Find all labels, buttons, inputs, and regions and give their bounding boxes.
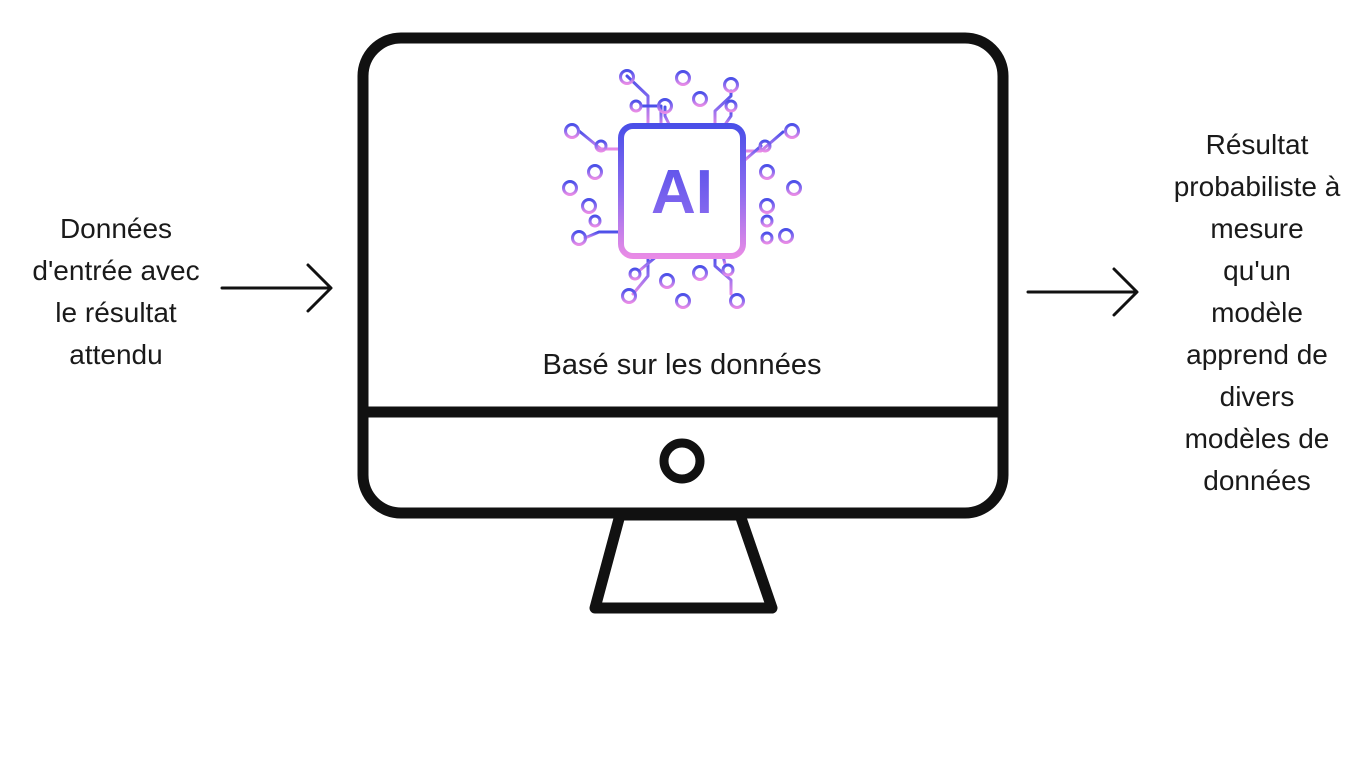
input-line: d'entrée avec [32, 255, 200, 286]
output-line: divers [1219, 381, 1295, 412]
input-line: le résultat [55, 297, 177, 328]
ai-chip-icon: AI [562, 69, 802, 309]
input-line: Données [59, 213, 173, 244]
output-line: mesure [1210, 213, 1304, 244]
output-line: Résultat [1205, 129, 1309, 160]
circuit-traces [562, 69, 802, 309]
output-line: données [1203, 465, 1311, 496]
input-description: Données d'entrée avec le résultat attend… [8, 208, 224, 376]
input-line: attendu [69, 339, 163, 370]
arrow-right-icon [220, 263, 333, 313]
chip-label: AI [651, 158, 713, 227]
output-description: Résultat probabiliste à mesure qu'un mod… [1150, 124, 1364, 502]
output-line: qu'un [1223, 255, 1291, 286]
chip-body [618, 123, 746, 259]
power-button-icon [659, 438, 705, 484]
output-line: probabiliste à [1173, 171, 1341, 202]
output-line: apprend de [1186, 339, 1328, 370]
output-line: modèles de [1184, 423, 1330, 454]
monitor-stand [589, 509, 778, 614]
output-line: modèle [1211, 297, 1303, 328]
screen-caption: Basé sur les données [542, 349, 822, 381]
arrow-right-icon [1026, 267, 1139, 317]
